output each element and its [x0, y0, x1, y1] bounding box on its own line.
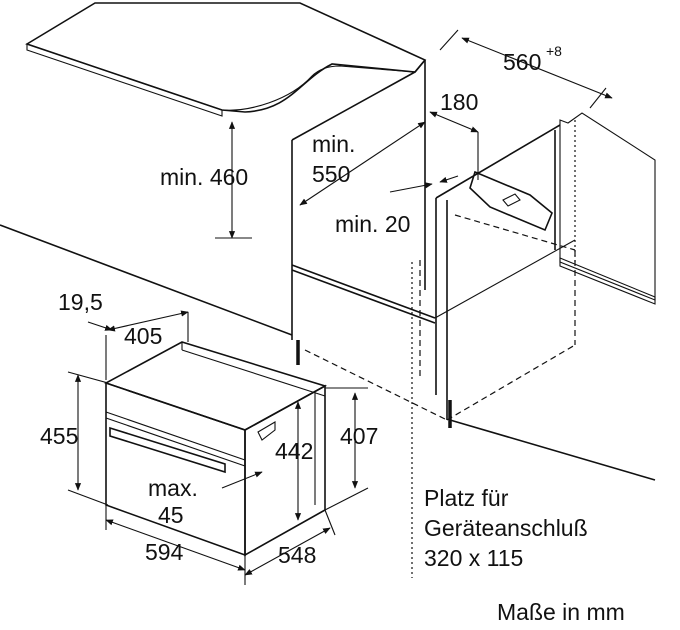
connection-note-line2: Geräteanschluß [424, 515, 588, 541]
dimension-lines [67, 29, 613, 585]
label-min-460: min. 460 [160, 164, 248, 190]
dimension-labels: 560 +8 180 min. 550 min. 460 min. 20 19,… [40, 43, 562, 568]
label-max-45-b: 45 [158, 502, 184, 528]
ventilation-cutout [469, 170, 553, 232]
label-19-5: 19,5 [58, 289, 103, 315]
connection-note-line1: Platz für [424, 485, 509, 511]
label-min-20: min. 20 [335, 211, 410, 237]
label-442: 442 [275, 438, 313, 464]
label-455: 455 [40, 423, 78, 449]
label-min-550-b: 550 [312, 161, 350, 187]
cabinet-structure [0, 59, 656, 481]
connection-note-line3: 320 x 115 [424, 545, 523, 571]
label-548: 548 [278, 542, 316, 568]
label-560: 560 [503, 49, 541, 75]
units-note: Maße in mm [497, 599, 625, 625]
label-405: 405 [124, 323, 162, 349]
countertop-right [559, 112, 656, 305]
label-407: 407 [340, 423, 378, 449]
label-max-45-a: max. [148, 475, 198, 501]
label-594: 594 [145, 539, 184, 565]
label-180: 180 [440, 89, 478, 115]
connection-note: Platz für Geräteanschluß 320 x 115 [424, 485, 588, 571]
label-560-tolerance: +8 [546, 43, 562, 59]
label-min-550-a: min. [312, 131, 355, 157]
